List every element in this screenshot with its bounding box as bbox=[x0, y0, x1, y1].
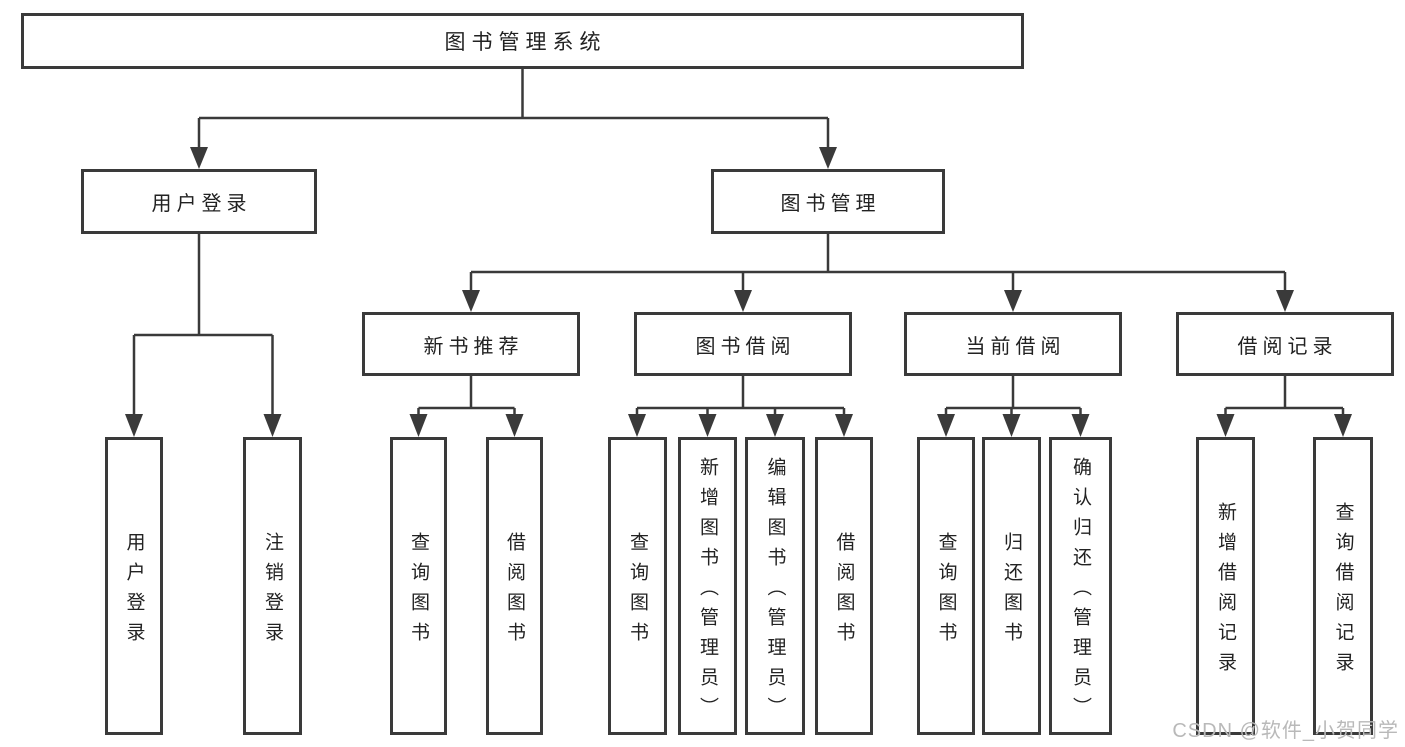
node-leaf-query-borrow-record: 查询借阅记录 bbox=[1313, 437, 1373, 735]
node-label: 当前借阅 bbox=[965, 335, 1066, 358]
node-new-book-recommendation: 新书推荐 bbox=[362, 312, 580, 376]
node-label: 新增借阅记录 bbox=[1215, 501, 1236, 682]
node-label: 查询图书 bbox=[408, 531, 429, 652]
node-label: 编辑图书（管理员） bbox=[764, 456, 786, 727]
node-label: 图书借阅 bbox=[695, 335, 796, 358]
node-label: 新增图书（管理员） bbox=[697, 456, 718, 727]
node-book-borrowing: 图书借阅 bbox=[634, 312, 852, 376]
node-label: 借阅图书 bbox=[504, 531, 525, 652]
node-leaf-query-books-recommend: 查询图书 bbox=[390, 437, 447, 735]
csdn-watermark: CSDN @软件_小贺同学 bbox=[1172, 720, 1399, 742]
node-leaf-confirm-return-admin: 确认归还（管理员） bbox=[1049, 437, 1112, 735]
node-label: 图书管理 bbox=[780, 193, 881, 215]
node-leaf-borrow-books-recommend: 借阅图书 bbox=[486, 437, 543, 735]
node-leaf-return-books: 归还图书 bbox=[982, 437, 1041, 735]
node-current-borrowing: 当前借阅 bbox=[904, 312, 1122, 376]
node-leaf-borrow-books: 借阅图书 bbox=[815, 437, 873, 735]
node-label: 查询借阅记录 bbox=[1332, 501, 1354, 682]
node-label: 借阅记录 bbox=[1237, 335, 1338, 358]
node-borrowing-records: 借阅记录 bbox=[1176, 312, 1394, 376]
connector-paths bbox=[132, 69, 1345, 414]
node-label: 借阅图书 bbox=[833, 531, 855, 652]
node-label: 查询图书 bbox=[935, 531, 957, 652]
node-user-login: 用户登录 bbox=[81, 169, 317, 234]
node-label: 查询图书 bbox=[627, 531, 648, 652]
node-label: 注销登录 bbox=[262, 531, 283, 652]
node-leaf-query-books-current: 查询图书 bbox=[917, 437, 975, 735]
node-leaf-add-books-admin: 新增图书（管理员） bbox=[678, 437, 737, 735]
node-library-management-system: 图书管理系统 bbox=[21, 13, 1024, 69]
node-label: 图书管理系统 bbox=[444, 31, 607, 54]
node-label: 用户登录 bbox=[123, 531, 145, 652]
arrowheads bbox=[125, 147, 1352, 437]
node-leaf-user-login: 用户登录 bbox=[105, 437, 163, 735]
node-leaf-edit-books-admin: 编辑图书（管理员） bbox=[745, 437, 805, 735]
node-leaf-logout: 注销登录 bbox=[243, 437, 302, 735]
node-label: 新书推荐 bbox=[423, 335, 524, 358]
node-book-management: 图书管理 bbox=[711, 169, 945, 234]
node-label: 归还图书 bbox=[1001, 531, 1022, 652]
node-label: 确认归还（管理员） bbox=[1070, 456, 1091, 727]
node-label: 用户登录 bbox=[151, 193, 252, 215]
node-leaf-query-books-borrowing: 查询图书 bbox=[608, 437, 667, 735]
node-leaf-add-borrow-record: 新增借阅记录 bbox=[1196, 437, 1255, 735]
